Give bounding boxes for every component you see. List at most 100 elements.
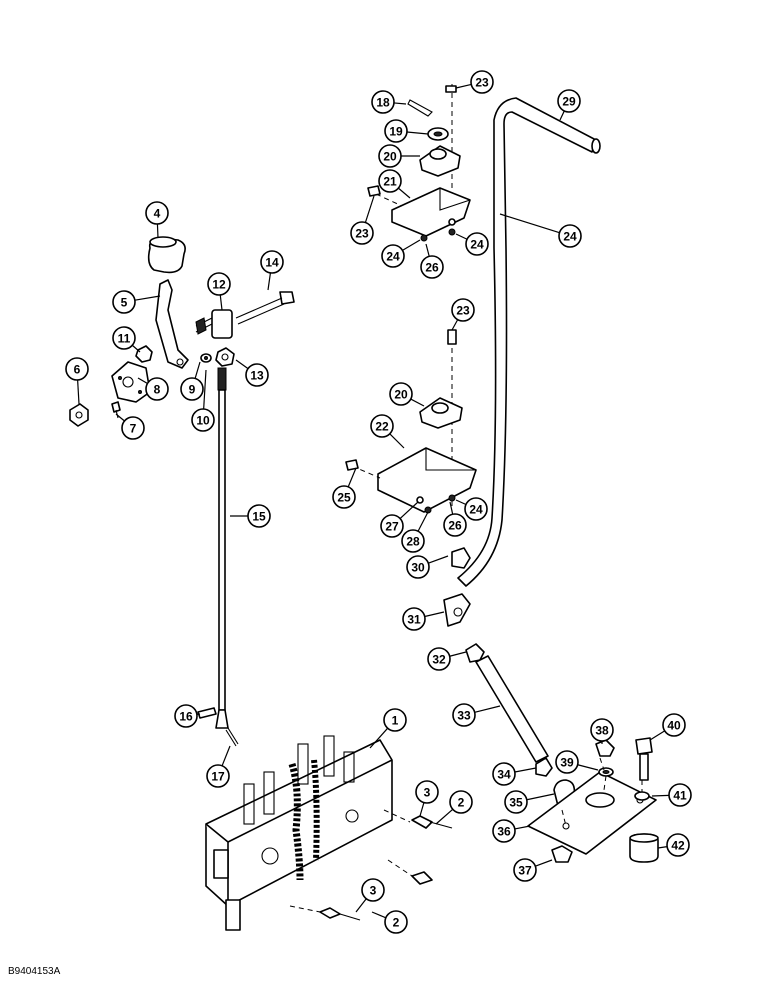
callout-number: 34	[497, 768, 511, 782]
nut-part	[465, 643, 485, 663]
callout-circle	[558, 224, 582, 248]
washer-part	[200, 353, 212, 363]
callout-leader-line	[267, 272, 272, 291]
callout-leader-line	[514, 767, 537, 773]
callout-number: 3	[370, 884, 377, 898]
callout-circle	[332, 485, 356, 509]
callout-42: 42	[657, 833, 690, 857]
callout-number: 31	[407, 613, 421, 627]
washer-part	[634, 791, 650, 801]
callout-36: 36	[492, 819, 531, 843]
callout-circle	[245, 363, 269, 387]
clevis-pin-part	[197, 707, 217, 719]
callout-number: 11	[118, 332, 131, 346]
callout-leader-line	[156, 223, 159, 239]
callout-circle	[121, 416, 145, 440]
callout-leader-line	[514, 825, 531, 830]
nut-part	[595, 739, 615, 757]
callout-leader-line	[419, 802, 425, 817]
control-rod-part	[215, 367, 229, 729]
callout-leader-line	[397, 187, 411, 199]
callout-circle	[504, 790, 528, 814]
callout-number: 15	[252, 510, 266, 524]
callout-number: 28	[406, 535, 420, 549]
callout-circle	[662, 713, 686, 737]
callout-circle	[350, 221, 374, 245]
callout-circle	[174, 704, 198, 728]
callout-34: 34	[492, 762, 537, 786]
callout-number: 13	[250, 369, 264, 383]
callout-number: 22	[375, 420, 389, 434]
callout-21: 21	[378, 169, 411, 199]
callout-32: 32	[427, 647, 467, 671]
callout-3: 3	[415, 780, 439, 817]
callout-28: 28	[401, 511, 429, 553]
boot-part	[451, 547, 471, 569]
callout-11: 11	[112, 326, 141, 353]
callout-leader-line	[347, 467, 357, 488]
callout-number: 14	[265, 256, 279, 270]
nut-part	[535, 757, 553, 777]
callout-circle	[247, 504, 271, 528]
callout-circle	[371, 90, 395, 114]
callout-number: 7	[130, 422, 137, 436]
callout-number: 24	[470, 238, 484, 252]
callout-number: 10	[196, 414, 210, 428]
callout-leader-line	[425, 243, 430, 257]
shift-lever-part	[457, 97, 601, 587]
callout-number: 5	[121, 296, 128, 310]
callout-leader-line	[657, 846, 668, 849]
callout-6: 6	[65, 357, 89, 405]
callout-leader-line	[449, 501, 454, 515]
control-lever-part	[155, 279, 189, 369]
callout-leader-line	[389, 433, 405, 449]
callout-circle	[557, 89, 581, 113]
callout-leader-line	[399, 501, 419, 519]
callout-number: 18	[376, 96, 390, 110]
small-bolt-part	[111, 401, 121, 419]
rod-part	[475, 655, 549, 763]
callout-circle	[452, 703, 476, 727]
callout-41: 41	[651, 783, 692, 807]
callout-circle	[370, 414, 394, 438]
callout-number: 2	[393, 916, 400, 930]
callout-17: 17	[206, 745, 231, 788]
callout-24: 24	[455, 232, 489, 256]
callout-26: 26	[420, 243, 444, 279]
bolt-part	[635, 737, 653, 781]
callout-circle	[427, 647, 451, 671]
callout-circle	[470, 70, 494, 94]
callout-25: 25	[332, 467, 357, 509]
callout-number: 9	[189, 383, 196, 397]
callout-circle	[206, 764, 230, 788]
callout-16: 16	[174, 704, 201, 728]
callout-leader-line	[137, 377, 148, 385]
callout-number: 42	[671, 839, 685, 853]
lower-mount-assembly	[345, 329, 477, 514]
upper-mount-assembly	[367, 84, 471, 242]
plate-part	[527, 771, 657, 855]
callout-leader-line	[406, 131, 429, 135]
callout-circle	[389, 382, 413, 406]
pivot-bracket-part	[111, 361, 151, 403]
callout-circle	[145, 201, 169, 225]
callout-2: 2	[371, 910, 408, 934]
callout-leader-line	[115, 413, 125, 422]
callout-circle	[378, 169, 402, 193]
callout-4: 4	[145, 201, 169, 239]
callout-leader-line	[371, 911, 387, 919]
callout-3: 3	[355, 878, 385, 913]
callout-number: 19	[389, 125, 403, 139]
callout-number: 30	[411, 561, 425, 575]
callout-circle	[492, 819, 516, 843]
callout-circle	[420, 255, 444, 279]
nut-part	[135, 345, 153, 363]
callout-number: 6	[74, 363, 81, 377]
pin-bolt-part	[235, 291, 295, 325]
callout-leader-line	[134, 295, 161, 301]
callout-leader-line	[455, 499, 467, 506]
callout-leader-line	[77, 379, 80, 405]
callout-circle	[361, 878, 385, 902]
callout-18: 18	[371, 90, 407, 114]
